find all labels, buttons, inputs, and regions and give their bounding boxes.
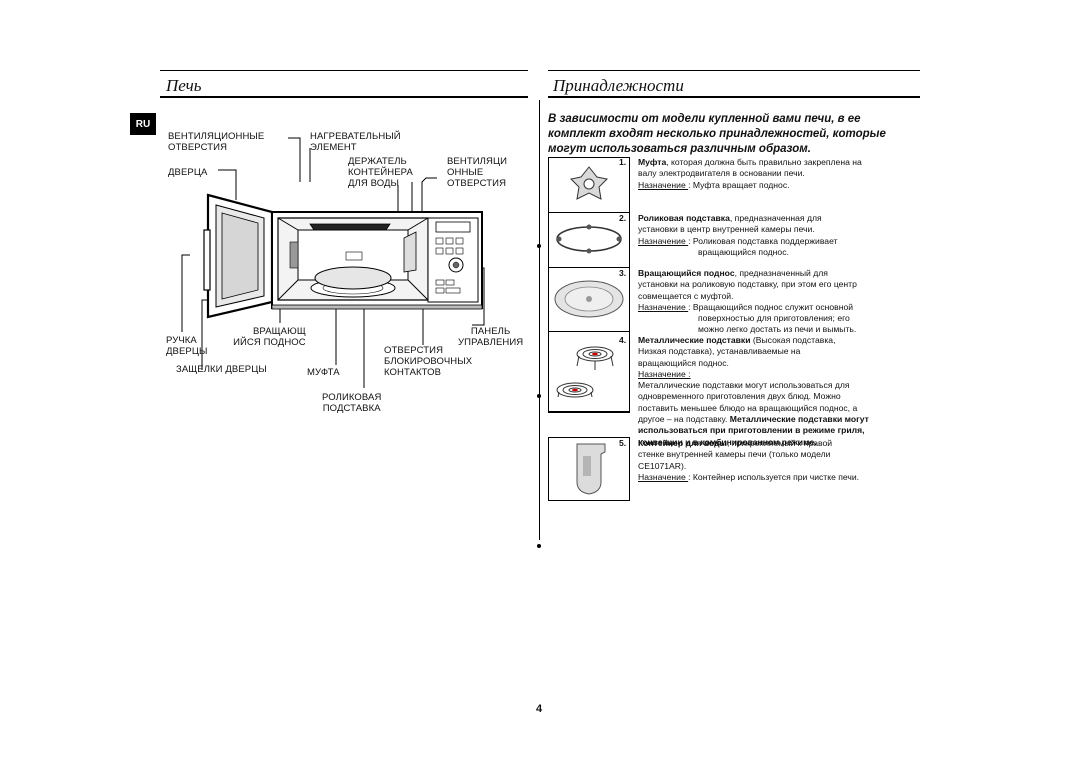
accessory-item-coupler: 1. Муфта, которая должна быть правильно … [619, 157, 862, 190]
header-top-rule-left [160, 70, 528, 71]
label-door-latches: ЗАЩЕЛКИ ДВЕРЦЫ [176, 364, 267, 375]
water-container-image-cell [548, 437, 630, 501]
coupler-image-cell [548, 157, 630, 213]
divider-bullet [537, 244, 541, 248]
divider-bullet [537, 544, 541, 548]
turntable-image-cell [548, 268, 630, 332]
leader-door [218, 169, 237, 200]
accessory-item-turntable: 3. Вращающийся поднос, предназначенный д… [619, 268, 857, 335]
leader-vent-right [421, 177, 437, 228]
page-number: 4 [536, 703, 543, 715]
metal-racks-icon [556, 346, 614, 398]
roller-ring-image-cell [548, 213, 630, 268]
leader-handle [181, 254, 190, 332]
section-title-oven: Печь [166, 76, 202, 95]
language-badge: RU [130, 113, 156, 135]
label-door: ДВЕРЦА [168, 167, 208, 178]
accessories-intro: В зависимости от модели купленной вами п… [548, 113, 886, 155]
accessory-item-water-container: 5. Контейнер для воды, прикрепляемый к п… [619, 438, 860, 482]
section-title-accessories: Принадлежности [553, 76, 684, 95]
water-container-icon [576, 443, 606, 495]
accessory-item-roller-ring: 2. Роликовая подставка, предназначенная … [619, 213, 838, 257]
accessory-item-metal-racks: 4. Металлические подставки (Высокая подс… [619, 335, 869, 447]
divider-bullet [537, 394, 541, 398]
leader-vent-holes [288, 137, 301, 182]
accessories-table: 1. Муфта, которая должна быть правильно … [548, 157, 918, 501]
turntable-icon [554, 280, 624, 318]
roller-ring-icon [556, 224, 622, 254]
header-rule-left [160, 96, 528, 98]
header-rule-right [548, 96, 920, 98]
coupler-icon [569, 166, 609, 200]
label-coupler: МУФТА [307, 367, 340, 378]
column-divider [539, 100, 540, 540]
metal-racks-image-cell [548, 332, 630, 412]
header-top-rule-right [548, 70, 920, 71]
oven-diagram [181, 137, 485, 388]
